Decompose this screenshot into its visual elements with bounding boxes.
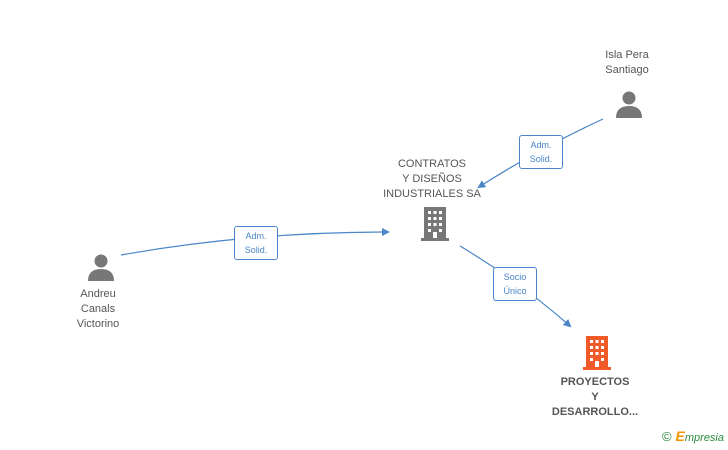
edge-label-andreu-contratos[interactable]: Adm. Solid. [234,226,278,260]
person-icon[interactable] [86,252,116,282]
node-label-line: INDUSTRIALES SA [383,188,481,200]
node-label-line: PROYECTOS [560,376,630,388]
node-label-line: Isla Pera [605,49,649,61]
empresia-watermark[interactable]: © Empresia [662,428,724,444]
edge-label-isla-contratos[interactable]: Adm. Solid. [519,135,563,169]
node-label-line: Y DISEÑOS [402,173,462,185]
edge-label-line: Adm. [530,140,552,150]
person-icon[interactable] [614,89,644,119]
edge-label-line: Socio [503,272,527,282]
edge-label-line: Único [503,286,527,296]
node-label-line: Victorino [76,318,120,330]
edge-label-line: Adm. [245,231,267,241]
brand-logo: Empresia [676,428,724,444]
node-label-andreu[interactable]: Andreu Canals Victorino [38,287,158,332]
edge-label-line: Solid. [529,154,553,164]
copyright-icon: © [661,428,672,444]
building-icon[interactable] [419,206,451,242]
node-label-line: Santiago [605,64,649,76]
node-label-line: Y [591,391,599,403]
node-label-line: CONTRATOS [397,158,467,170]
node-label-line: Andreu [80,288,116,300]
brand-initial: E [675,428,685,444]
node-label-line: DESARROLLO... [551,406,639,418]
brand-text: mpresia [684,432,724,444]
edge-label-contratos-proyectos[interactable]: Socio Único [493,267,537,301]
node-label-isla[interactable]: Isla Pera Santiago [567,48,687,78]
node-label-contratos[interactable]: CONTRATOS Y DISEÑOS INDUSTRIALES SA [372,157,492,202]
node-label-proyectos[interactable]: PROYECTOS Y DESARROLLO... [535,375,655,420]
building-icon[interactable] [581,335,613,371]
edge-label-line: Solid. [244,245,268,255]
node-label-line: Canals [80,303,116,315]
